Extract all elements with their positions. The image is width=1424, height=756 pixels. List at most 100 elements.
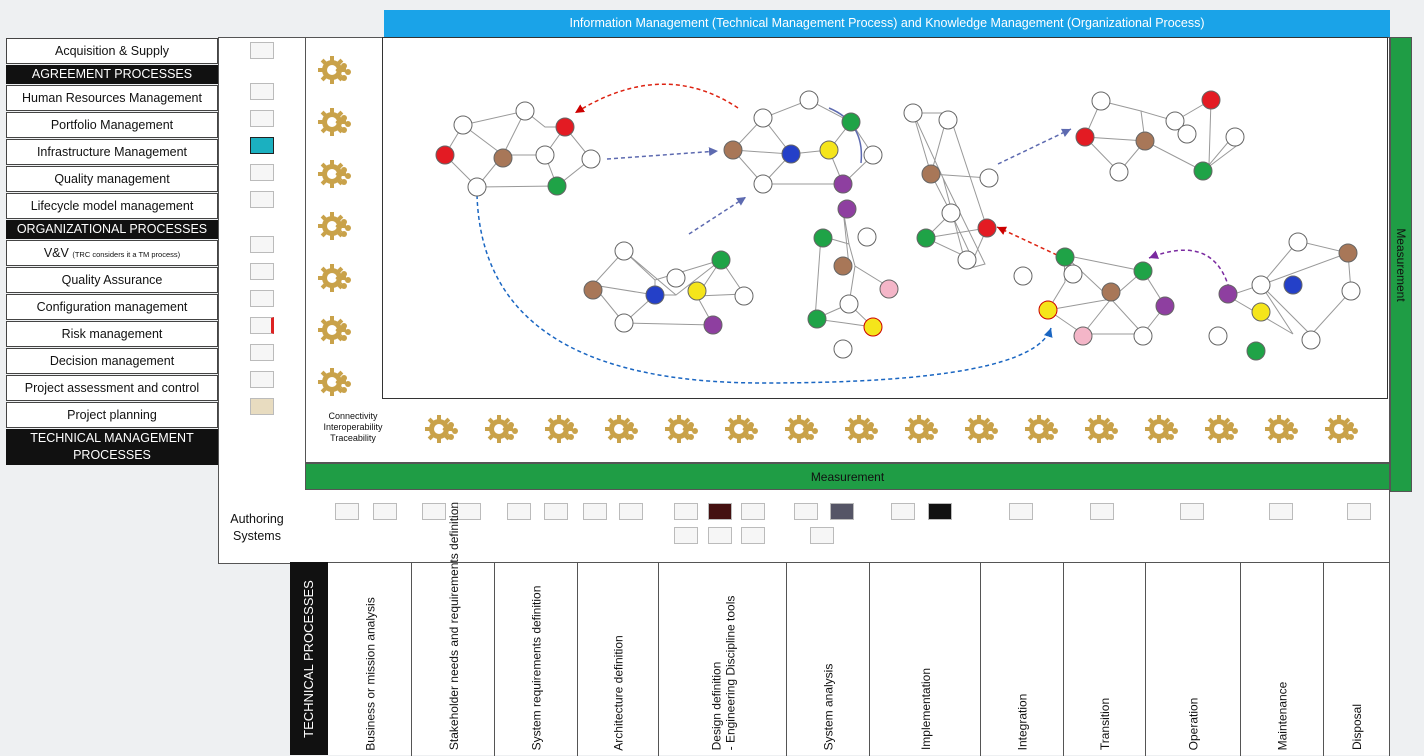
- list-item-infrastructure[interactable]: Infrastructure Management: [6, 139, 218, 165]
- vv-note: (TRC considers it a TM process): [72, 250, 181, 259]
- thumbnail-screenshot-icon[interactable]: [830, 503, 854, 520]
- list-item-qa[interactable]: Quality Assurance: [6, 267, 218, 293]
- thumbnail-screenshot-icon[interactable]: [544, 503, 568, 520]
- long-blue-dashed-arrow: [476, 194, 1053, 384]
- technical-process-column[interactable]: Integration: [981, 563, 1064, 756]
- thumbnail-screenshot-icon[interactable]: [373, 503, 397, 520]
- thumbnail-screenshot-icon[interactable]: [250, 263, 274, 280]
- technical-process-label: Stakeholder needs and requirements defin…: [446, 501, 461, 751]
- measurement-right-label: Measurement: [1394, 227, 1408, 302]
- gear-network-icon: [1325, 411, 1363, 449]
- list-item-decision[interactable]: Decision management: [6, 348, 218, 374]
- thumbnail-screenshot-icon[interactable]: [674, 527, 698, 544]
- technical-process-column[interactable]: Architecture definition: [578, 563, 659, 756]
- gear-network-icon: [485, 411, 523, 449]
- thumbnail-screenshot-icon[interactable]: [741, 503, 765, 520]
- thumbnail-screenshot-icon[interactable]: [1180, 503, 1204, 520]
- thumbnail-screenshot-icon[interactable]: [250, 83, 274, 100]
- thumbnail-screenshot-icon[interactable]: [250, 344, 274, 361]
- list-item-config[interactable]: Configuration management: [6, 294, 218, 320]
- thumbnail-screenshot-icon[interactable]: [794, 503, 818, 520]
- thumbnail-screenshot-icon[interactable]: [928, 503, 952, 520]
- thumbnail-screenshot-icon[interactable]: [619, 503, 643, 520]
- technical-process-label: System analysis: [821, 663, 836, 750]
- thumbnail-screenshot-icon[interactable]: [1347, 503, 1371, 520]
- thumbnail-screenshot-icon[interactable]: [250, 236, 274, 253]
- vv-label: V&V: [43, 246, 69, 260]
- thumbnail-screenshot-icon[interactable]: [891, 503, 915, 520]
- technical-process-columns: Business or mission analysis Stakeholder …: [328, 502, 1390, 756]
- technical-process-column[interactable]: Transition: [1064, 563, 1146, 756]
- list-item-risk[interactable]: Risk management: [6, 321, 218, 347]
- gear-network-icon: [665, 411, 703, 449]
- thumbnail-screenshot-icon[interactable]: [250, 42, 274, 59]
- list-item-portfolio[interactable]: Portfolio Management: [6, 112, 218, 138]
- technical-process-label: Disposal: [1350, 703, 1365, 751]
- blue-dashed-arrow-1: [606, 147, 719, 160]
- thumbnail-screenshot-icon[interactable]: [335, 503, 359, 520]
- thumbnail-screenshot-icon[interactable]: [1090, 503, 1114, 520]
- thumbnail-screenshot-icon[interactable]: [422, 503, 446, 520]
- connectivity-text: Connectivity: [328, 411, 378, 421]
- list-item-acquisition[interactable]: Acquisition & Supply: [6, 38, 218, 64]
- gear-network-icon: [318, 52, 356, 90]
- thumbnail-screenshot-icon[interactable]: [1009, 503, 1033, 520]
- thumbnail-screenshot-icon[interactable]: [507, 503, 531, 520]
- thumbnail-screenshot-icon[interactable]: [1269, 503, 1293, 520]
- list-item-planning[interactable]: Project planning: [6, 402, 218, 428]
- red-dashed-arrow-1: [574, 83, 739, 114]
- purple-dashed-arrow: [1148, 249, 1230, 289]
- technical-management-header: TECHNICAL MANAGEMENT PROCESSES: [6, 429, 218, 465]
- technical-process-column[interactable]: Business or mission analysis: [328, 563, 412, 756]
- technical-process-label: Maintenance: [1275, 681, 1290, 750]
- gear-column: [318, 52, 368, 416]
- thumbnail-screenshot-icon[interactable]: [674, 503, 698, 520]
- gear-network-icon: [785, 411, 823, 449]
- gear-network-icon: [605, 411, 643, 449]
- thumbnail-screenshot-icon[interactable]: [741, 527, 765, 544]
- technical-process-column[interactable]: Stakeholder needs and requirements defin…: [412, 502, 495, 756]
- list-item-lifecycle[interactable]: Lifecycle model management: [6, 193, 218, 219]
- thumbnail-screenshot-icon[interactable]: [250, 371, 274, 388]
- thumbnail-screenshot-icon[interactable]: [250, 290, 274, 307]
- thumbnail-screenshot-icon[interactable]: [583, 503, 607, 520]
- technical-process-column[interactable]: Design definition- Engineering Disciplin…: [659, 563, 787, 756]
- thumbnail-screenshot-icon[interactable]: [457, 503, 481, 520]
- traceability-text: Traceability: [330, 433, 376, 443]
- interoperability-text: Interoperability: [323, 422, 383, 432]
- technical-process-column[interactable]: Implementation: [870, 563, 981, 756]
- technical-processes-header: TECHNICAL PROCESSES: [290, 562, 328, 755]
- thumbnail-screenshot-icon[interactable]: [810, 527, 834, 544]
- technical-process-label: Implementation: [918, 667, 933, 751]
- thumbnail-screenshot-icon[interactable]: [250, 191, 274, 208]
- list-item-assessment[interactable]: Project assessment and control: [6, 375, 218, 401]
- thumbnail-screenshot-icon[interactable]: [250, 398, 274, 415]
- gear-network-icon: [318, 156, 356, 194]
- measurement-bottom-bar: Measurement: [305, 463, 1390, 490]
- technical-process-column[interactable]: Operation: [1146, 563, 1241, 756]
- thumbnail-screenshot-icon[interactable]: [708, 527, 732, 544]
- technical-process-column[interactable]: System requirements definition: [495, 563, 578, 756]
- thumbnail-screenshot-icon[interactable]: [250, 164, 274, 181]
- organizational-processes-header: ORGANIZATIONAL PROCESSES: [6, 220, 218, 239]
- technical-process-column[interactable]: Disposal: [1324, 563, 1390, 756]
- technical-process-column[interactable]: System analysis: [787, 563, 870, 756]
- technical-processes-label: TECHNICAL PROCESSES: [301, 579, 316, 738]
- thumbnail-screenshot-icon[interactable]: [250, 137, 274, 154]
- thumbnail-screenshot-icon[interactable]: [250, 110, 274, 127]
- gear-network-icon: [1025, 411, 1063, 449]
- list-item-vv[interactable]: V&V (TRC considers it a TM process): [6, 240, 218, 266]
- thumbnail-screenshot-icon[interactable]: [708, 503, 732, 520]
- gear-network-icon: [318, 260, 356, 298]
- list-item-quality[interactable]: Quality management: [6, 166, 218, 192]
- network-svg: [435, 83, 1361, 384]
- gear-network-icon: [965, 411, 1003, 449]
- blue-dashed-arrow-2: [688, 196, 747, 235]
- gear-network-icon: [318, 104, 356, 142]
- gear-network-icon: [318, 208, 356, 246]
- technical-process-label: Transition: [1098, 697, 1113, 751]
- technical-process-column[interactable]: Maintenance: [1241, 563, 1324, 756]
- thumbnail-screenshot-icon[interactable]: [250, 317, 274, 334]
- list-item-hr[interactable]: Human Resources Management: [6, 85, 218, 111]
- gear-network-icon: [725, 411, 763, 449]
